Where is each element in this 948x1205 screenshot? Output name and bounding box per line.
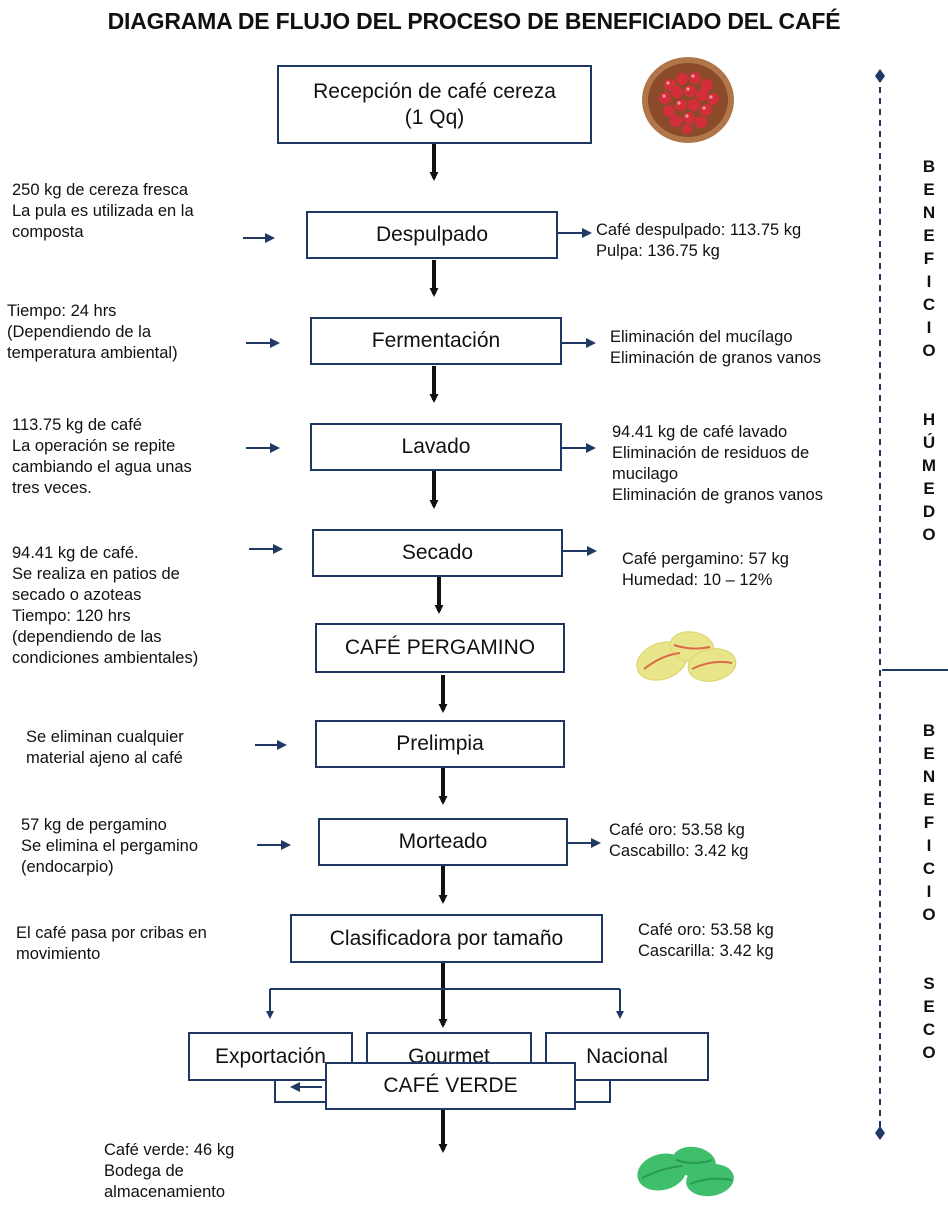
- input-note-despulpado: 250 kg de cereza fresca La pula es utili…: [12, 181, 194, 241]
- parchment-coffee-beans-icon: [636, 631, 737, 682]
- input-note-lavado: 113.75 kg de café La operación se repite…: [12, 416, 192, 497]
- output-note-secado: Café pergamino: 57 kg Humedad: 10 – 12%: [622, 550, 789, 589]
- step-despulpado: Despulpado: [306, 211, 558, 259]
- step-lavado: Lavado: [310, 423, 562, 471]
- coffee-cherry-basket-icon: [642, 57, 734, 143]
- step-recepcion-line2: (1 Qq): [404, 105, 465, 129]
- step-cafe-pergamino: CAFÉ PERGAMINO: [315, 623, 565, 673]
- phase-end-diamond-top: [875, 69, 885, 83]
- output-note-cafe-verde: Café verde: 46 kg Bodega de almacenamien…: [104, 1141, 235, 1201]
- output-note-fermentacion: Eliminación del mucílago Eliminación de …: [610, 328, 821, 367]
- input-note-clasificadora: El café pasa por cribas en movimiento: [16, 924, 207, 963]
- step-cafe-verde: CAFÉ VERDE: [325, 1062, 576, 1110]
- input-note-prelimpia: Se eliminan cualquier material ajeno al …: [26, 728, 184, 767]
- output-note-despulpado: Café despulpado: 113.75 kg Pulpa: 136.75…: [596, 221, 802, 260]
- phase-label-beneficio-humedo: B E N E F I C I O H Ú M E D O: [921, 157, 937, 544]
- output-note-clasificadora: Café oro: 53.58 kg Cascarilla: 3.42 kg: [638, 921, 774, 960]
- step-secado: Secado: [312, 529, 563, 577]
- phase-label-beneficio-seco: B E N E F I C I O S E C O: [922, 721, 936, 1062]
- green-coffee-beans-icon: [637, 1146, 734, 1197]
- step-clasificadora: Clasificadora por tamaño: [290, 914, 603, 963]
- step-recepcion-line1: Recepción de café cereza: [313, 79, 556, 103]
- step-fermentacion: Fermentación: [310, 317, 562, 365]
- output-note-lavado: 94.41 kg de café lavado Eliminación de r…: [612, 423, 823, 504]
- phase-end-diamond-bottom: [875, 1126, 885, 1140]
- input-note-secado: 94.41 kg de café. Se realiza en patios d…: [12, 544, 199, 667]
- output-note-morteado: Café oro: 53.58 kg Cascabillo: 3.42 kg: [609, 821, 749, 860]
- step-morteado: Morteado: [318, 818, 568, 866]
- input-note-morteado: 57 kg de pergamino Se elimina el pergami…: [21, 816, 199, 876]
- input-note-fermentacion: Tiempo: 24 hrs (Dependiendo de la temper…: [7, 302, 178, 362]
- step-nacional: Nacional: [545, 1032, 709, 1081]
- step-recepcion: Recepción de café cereza (1 Qq): [277, 65, 592, 144]
- diagram-title: DIAGRAMA DE FLUJO DEL PROCESO DE BENEFIC…: [107, 8, 841, 34]
- step-prelimpia: Prelimpia: [315, 720, 565, 768]
